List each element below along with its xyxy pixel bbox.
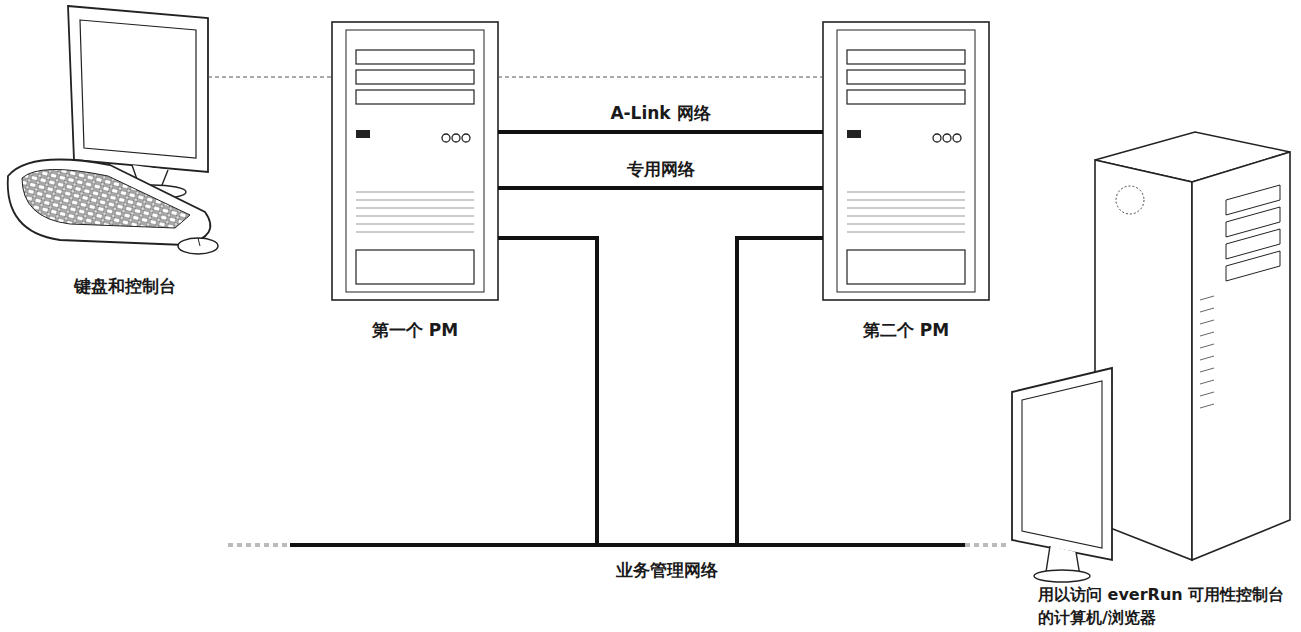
console-node: 键盘和控制台	[68, 6, 208, 172]
node-label: 第二个 PM	[803, 318, 1009, 342]
node-label: 用以访问 everRun 可用性控制台的计算机/浏览器	[1038, 583, 1293, 629]
server-node: 第一个 PM	[332, 22, 498, 300]
browser-computer-node: 用以访问 everRun 可用性控制台的计算机/浏览器	[1095, 132, 1290, 560]
network-label: 业务管理网络	[613, 559, 721, 581]
dashed-link	[498, 77, 823, 78]
server-node: 第二个 PM	[823, 22, 990, 300]
network-line	[498, 130, 823, 134]
network-line	[498, 186, 823, 190]
dashed-link	[208, 77, 332, 78]
node-label: 第一个 PM	[312, 318, 518, 342]
node-label: 键盘和控制台	[20, 274, 230, 298]
network-label: 专用网络	[624, 158, 698, 180]
network-line	[498, 238, 823, 545]
network-label: A-Link 网络	[607, 102, 713, 124]
